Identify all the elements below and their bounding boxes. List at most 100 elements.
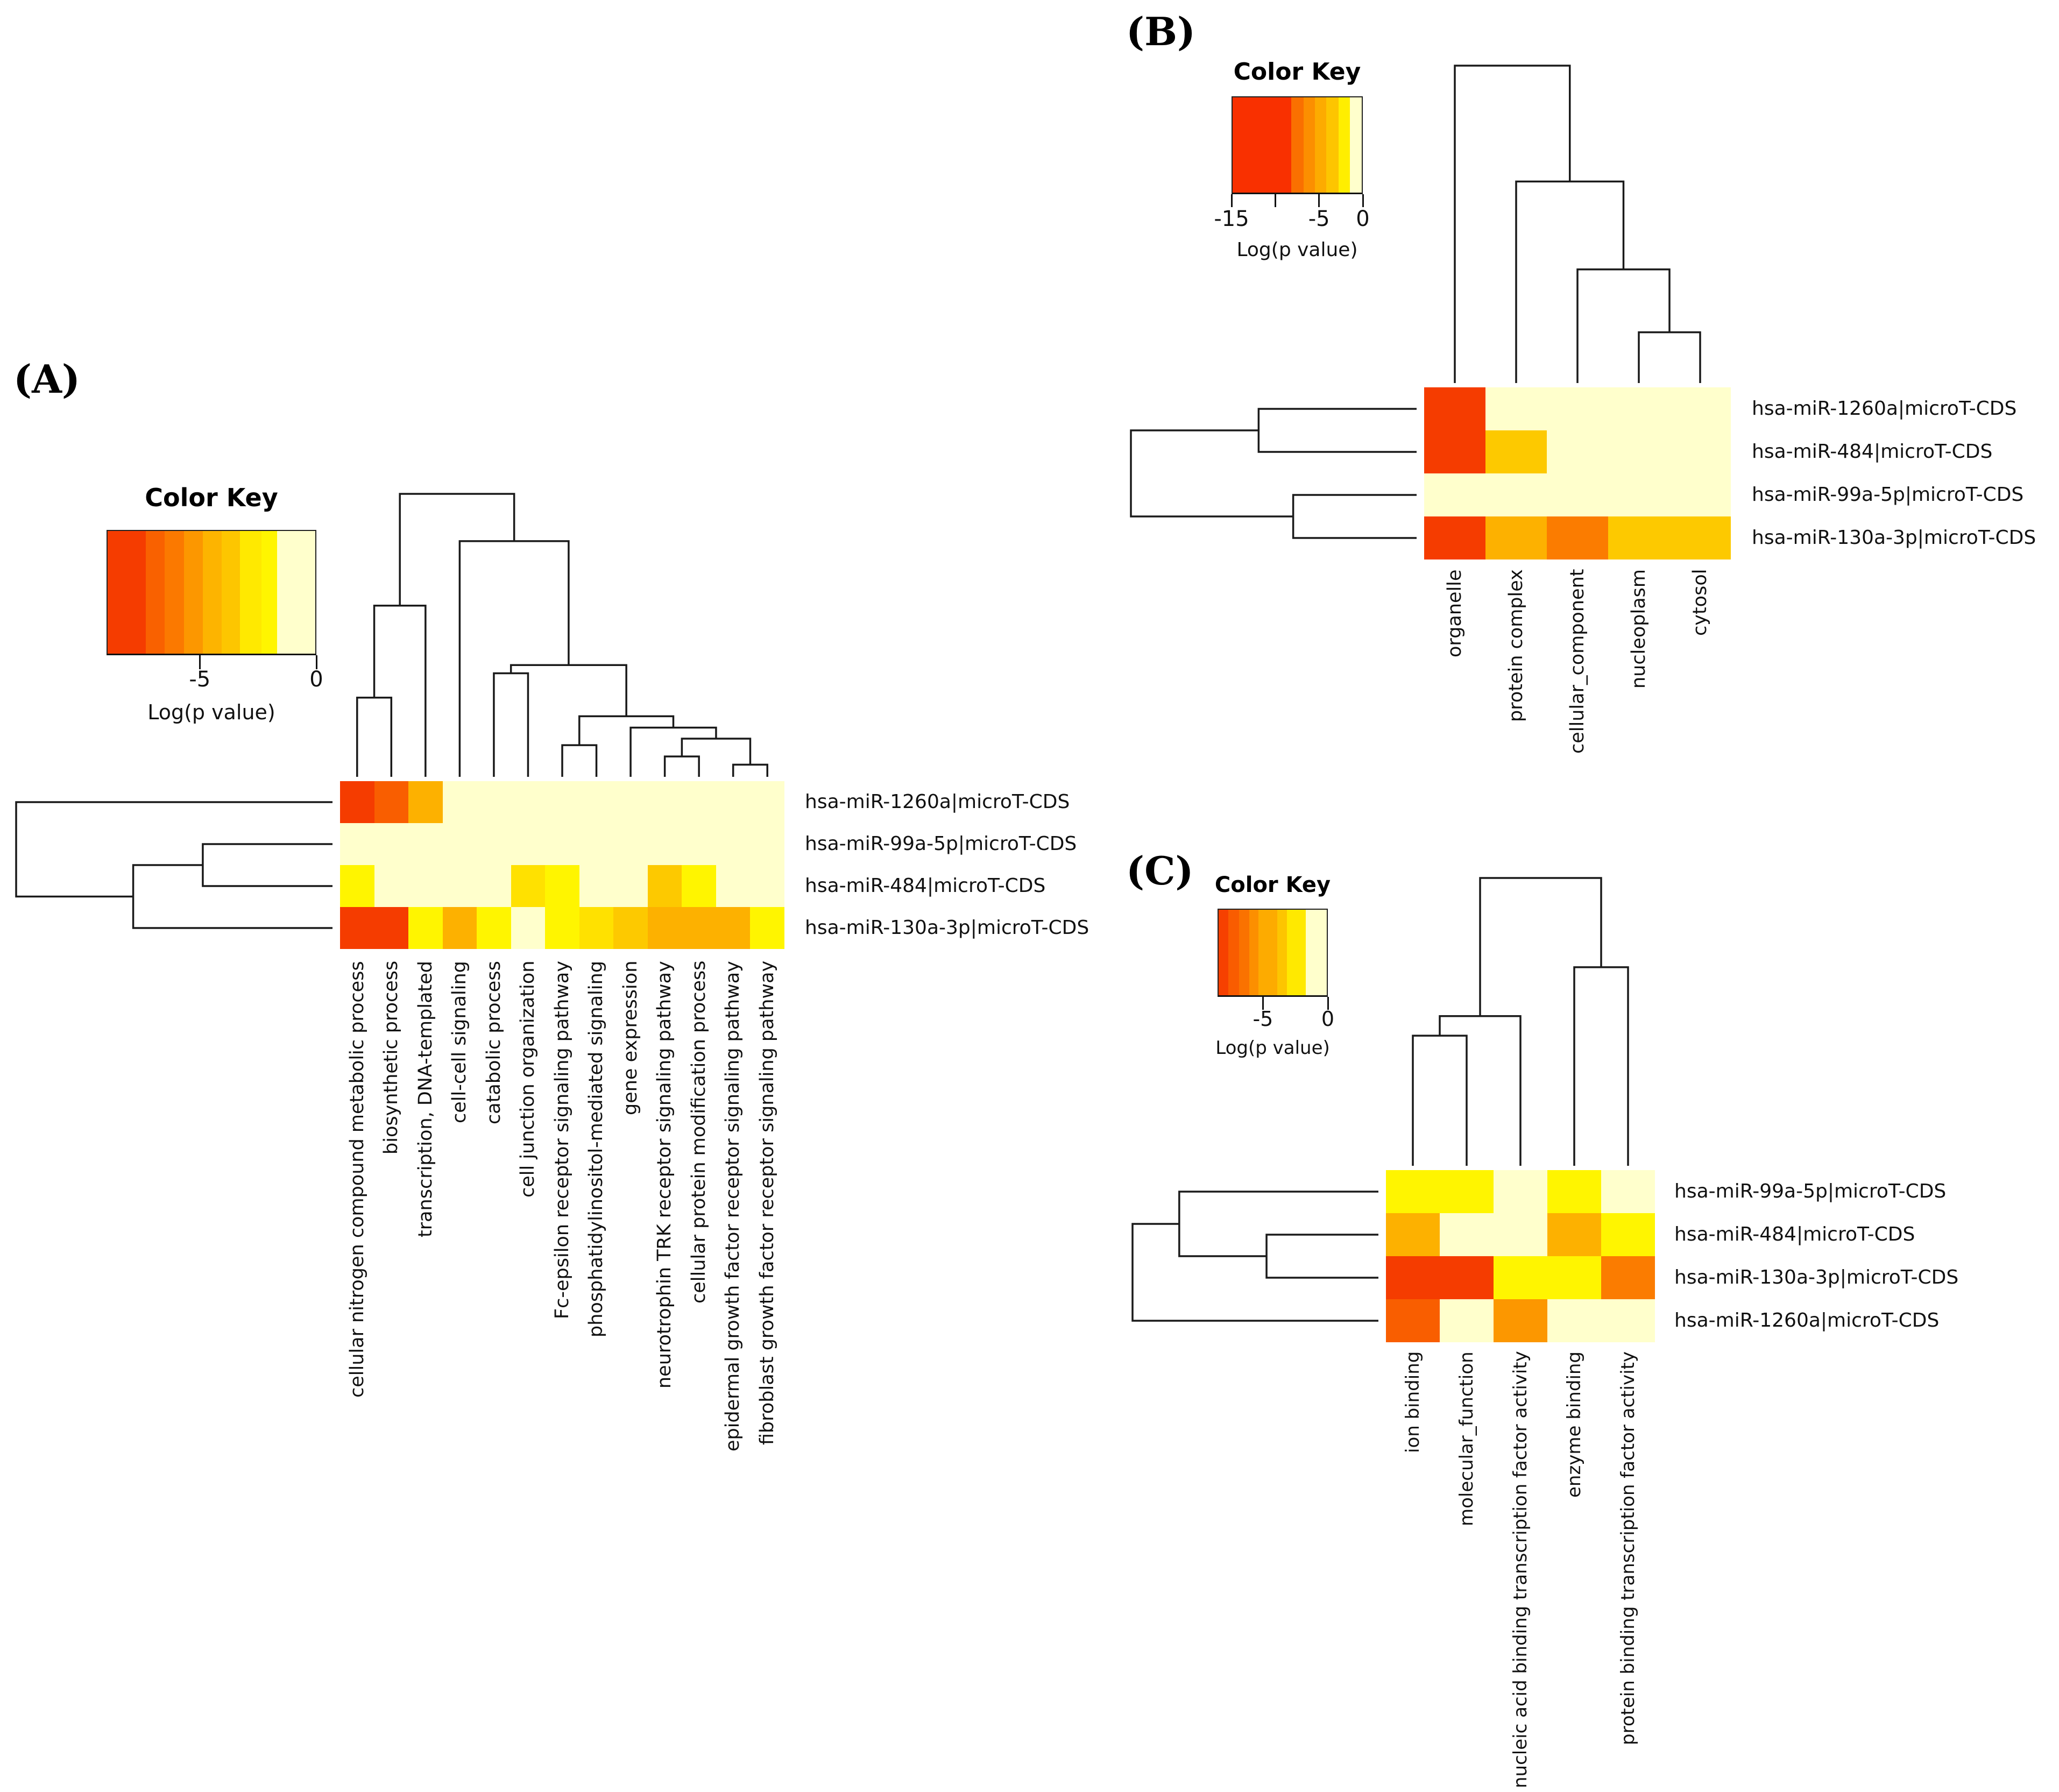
heatmap-cell (1669, 473, 1731, 516)
column-label: organelle (1444, 569, 1466, 657)
color-key-tick (315, 655, 317, 669)
heatmap-grid (340, 781, 784, 949)
color-key-tick-label: -5 (1308, 207, 1330, 231)
color-key-tick (1318, 194, 1320, 207)
row-dendrogram (1133, 1170, 1378, 1342)
heatmap-cell (750, 781, 784, 823)
color-key-band (277, 531, 315, 654)
heatmap-cell (682, 823, 716, 865)
color-key-band (202, 531, 222, 654)
heatmap-cell (374, 865, 408, 907)
color-key-band (1303, 97, 1315, 193)
heatmap-cell (647, 781, 682, 823)
heatmap-cell (477, 823, 511, 865)
heatmap-cell (682, 865, 716, 907)
row-label: hsa-miR-484|microT-CDS (805, 875, 1046, 897)
color-key-tick-label: -5 (1253, 1007, 1273, 1031)
color-key-tick-label: -15 (1214, 207, 1249, 231)
heatmap-cell (442, 907, 477, 949)
heatmap-cell (1601, 1299, 1655, 1342)
heatmap-cell (340, 823, 374, 865)
heatmap-cell (682, 781, 716, 823)
color-key-band (108, 531, 146, 654)
column-label: neurotrophin TRK receptor signaling path… (654, 961, 676, 1389)
heatmap-cell (511, 823, 545, 865)
color-key-tick (1327, 997, 1329, 1010)
heatmap-cell (1608, 387, 1669, 430)
heatmap-cell (1440, 1256, 1494, 1299)
color-key-tick-label: 0 (1356, 207, 1370, 231)
column-label: protein binding transcription factor act… (1617, 1351, 1639, 1745)
color-key-band (240, 531, 262, 654)
heatmap-cell (545, 823, 579, 865)
color-key-tick-label: -5 (189, 667, 211, 692)
heatmap-cell (1494, 1170, 1547, 1213)
color-key-gradient (107, 530, 316, 655)
heatmap-cell (408, 907, 443, 949)
color-key-tick (1362, 194, 1364, 207)
heatmap-cell (750, 907, 784, 949)
column-label: biosynthetic process (380, 961, 402, 1155)
column-label: catabolic process (483, 961, 505, 1124)
column-label: enzyme binding (1563, 1351, 1585, 1498)
color-key-band (1277, 910, 1287, 995)
color-key-band (1258, 910, 1277, 995)
heatmap-cell (1547, 1256, 1601, 1299)
column-label: cytosol (1689, 569, 1711, 636)
heatmap-cell (1440, 1170, 1494, 1213)
color-key-tick-label: 0 (1321, 1007, 1335, 1031)
heatmap-cell (613, 781, 648, 823)
row-label: hsa-miR-484|microT-CDS (1752, 441, 1993, 463)
heatmap-cell (340, 781, 374, 823)
color-key-band (1339, 97, 1350, 193)
column-label: fibroblast growth factor receptor signal… (756, 961, 778, 1446)
color-key-tick-label: 0 (309, 667, 323, 692)
heatmap-cell (1669, 387, 1731, 430)
heatmap-cell (477, 865, 511, 907)
color-key-band (1249, 910, 1259, 995)
heatmap-cell (647, 823, 682, 865)
row-label: hsa-miR-1260a|microT-CDS (1752, 398, 2017, 420)
heatmap-cell (511, 907, 545, 949)
heatmap-cell (1547, 1299, 1601, 1342)
color-key-gradient (1218, 909, 1328, 997)
color-key-axis-label: Log(p value) (1236, 239, 1358, 261)
column-dendrogram (1386, 878, 1655, 1166)
heatmap-cell (1601, 1170, 1655, 1213)
column-label: nucleic acid binding transcription facto… (1510, 1351, 1531, 1788)
heatmap-cell (545, 865, 579, 907)
heatmap-cell (1485, 430, 1547, 473)
row-label: hsa-miR-484|microT-CDS (1674, 1223, 1915, 1245)
column-label: cell junction organization (517, 961, 539, 1198)
heatmap-cell (1669, 516, 1731, 559)
column-dendrogram (1424, 66, 1731, 383)
color-key-band (1219, 910, 1228, 995)
row-label: hsa-miR-130a-3p|microT-CDS (1752, 527, 2036, 549)
heatmap-cell (340, 865, 374, 907)
column-label: ion binding (1402, 1351, 1424, 1454)
heatmap-cell (716, 823, 750, 865)
heatmap-cell (442, 865, 477, 907)
heatmap-cell (750, 865, 784, 907)
column-label: molecular_function (1456, 1351, 1477, 1526)
color-key-title: Color Key (1214, 873, 1331, 897)
heatmap-cell (1494, 1213, 1547, 1256)
row-label: hsa-miR-99a-5p|microT-CDS (1674, 1180, 1947, 1202)
heatmap-cell (1669, 430, 1731, 473)
color-key-tick (199, 655, 201, 669)
color-key-band (1315, 97, 1327, 193)
row-label: hsa-miR-1260a|microT-CDS (1674, 1309, 1940, 1331)
row-label: hsa-miR-130a-3p|microT-CDS (805, 917, 1089, 939)
heatmap-cell (374, 907, 408, 949)
heatmap-cell (374, 781, 408, 823)
heatmap-cell (1608, 473, 1669, 516)
column-dendrogram (340, 494, 784, 777)
color-key-band (146, 531, 165, 654)
color-key-axis-label: Log(p value) (1215, 1037, 1330, 1059)
heatmap-cell (477, 907, 511, 949)
heatmap-cell (682, 907, 716, 949)
heatmap-cell (1601, 1256, 1655, 1299)
column-label: cell-cell signaling (449, 961, 471, 1123)
heatmap-cell (374, 823, 408, 865)
heatmap-cell (511, 865, 545, 907)
